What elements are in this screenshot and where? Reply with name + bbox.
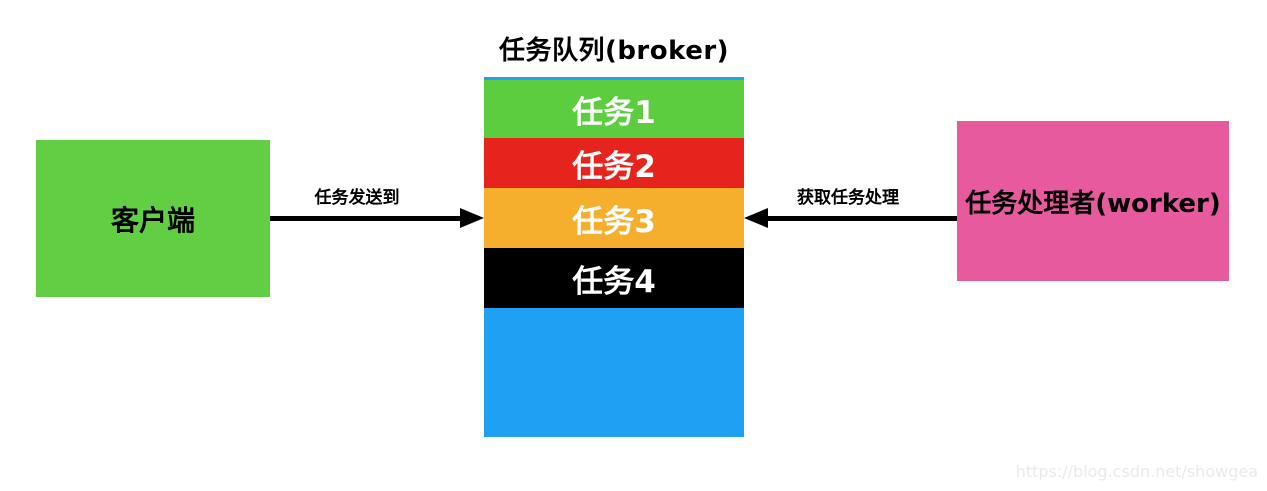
worker-label: 任务处理者(worker) — [965, 188, 1221, 219]
task-row-4: 任务4 — [484, 248, 744, 308]
fetch-arrow-shaft — [766, 216, 957, 221]
task-row-1: 任务1 — [484, 80, 744, 138]
task-queue-box: 任务1 任务2 任务3 任务4 — [484, 77, 744, 437]
fetch-arrow-head-icon — [744, 208, 768, 228]
queue-title: 任务队列(broker) — [498, 36, 730, 66]
send-arrow-label: 任务发送到 — [314, 188, 400, 208]
fetch-arrow-label: 获取任务处理 — [797, 188, 899, 208]
client-box: 客户端 — [36, 140, 270, 297]
client-label: 客户端 — [110, 203, 195, 237]
watermark-url: https://blog.csdn.net/showgea — [1015, 462, 1258, 481]
send-arrow-shaft — [270, 216, 462, 221]
task-row-3: 任务3 — [484, 188, 744, 248]
send-arrow-head-icon — [460, 208, 484, 228]
worker-box: 任务处理者(worker) — [957, 121, 1229, 281]
task-row-2: 任务2 — [484, 138, 744, 188]
